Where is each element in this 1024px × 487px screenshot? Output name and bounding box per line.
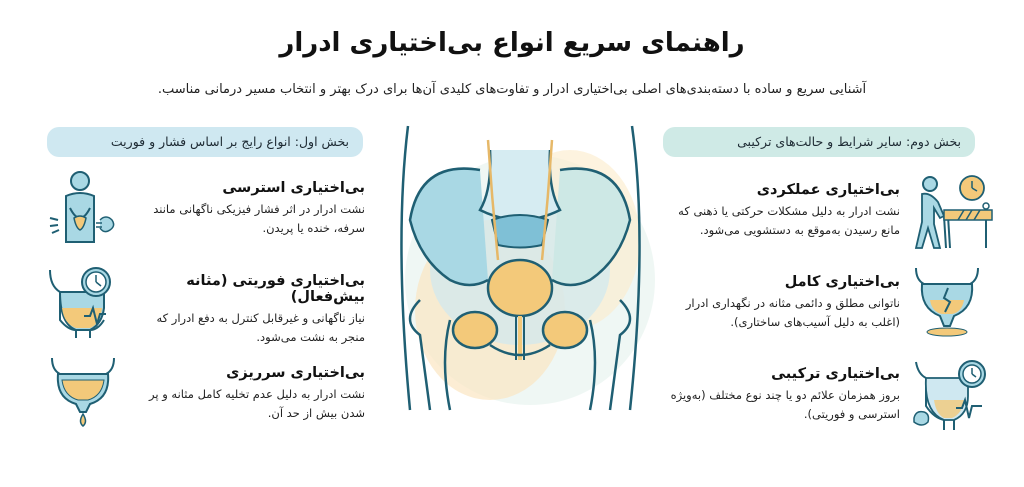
broken-bladder-icon [912,266,982,338]
item-title: بی‌اختیاری عملکردی [756,182,900,198]
item-title: بی‌اختیاری کامل [784,274,900,290]
section-header-part-one: بخش اول: انواع رایج بر اساس فشار و فوریت [47,127,363,157]
pelvis-bladder-illustration [380,120,660,420]
item-stress-incontinence: بی‌اختیاری استرسی نشت ادرار در اثر فشار … [130,180,365,238]
item-description: نشت ادرار در اثر فشار فیزیکی ناگهانی مان… [153,202,365,235]
person-cough-icon [44,168,116,246]
item-total-incontinence: بی‌اختیاری کامل ناتوانی مطلق و دائمی مثا… [660,274,900,332]
bladder-clock-icon [46,264,118,339]
item-title: بی‌اختیاری فوریتی (مثانه بیش‌فعال) [186,273,365,305]
item-description: نشت ادرار به دلیل عدم تخلیه کامل مثانه و… [149,387,365,420]
bladder-drip-icon [48,356,118,428]
item-description: نیاز ناگهانی و غیرقابل کنترل به دفع ادرا… [156,311,365,344]
mixed-bladder-icon [910,356,990,432]
item-description: ناتوانی مطلق و دائمی مثانه در نگهداری اد… [685,296,900,329]
section-header-part-two: بخش دوم: سایر شرایط و حالت‌های ترکیبی [663,127,975,157]
item-title: بی‌اختیاری استرسی [222,180,365,196]
item-urge-incontinence: بی‌اختیاری فوریتی (مثانه بیش‌فعال) نیاز … [130,273,365,347]
page-title: راهنمای سریع انواع بی‌اختیاری ادرار [279,28,745,58]
item-description: نشت ادرار به دلیل مشکلات حرکتی یا ذهنی ک… [678,204,900,237]
item-description: بروز همزمان علائم دو یا چند نوع مختلف (ب… [670,388,900,421]
item-title: بی‌اختیاری ترکیبی [771,366,900,382]
item-title: بی‌اختیاری سرریزی [226,365,365,381]
elderly-barrier-clock-icon [908,172,996,252]
item-mixed-incontinence: بی‌اختیاری ترکیبی بروز همزمان علائم دو ی… [660,366,900,424]
item-overflow-incontinence: بی‌اختیاری سرریزی نشت ادرار به دلیل عدم … [130,365,365,423]
page-subtitle: آشنایی سریع و ساده با دسته‌بندی‌های اصلی… [157,82,867,97]
item-functional-incontinence: بی‌اختیاری عملکردی نشت ادرار به دلیل مشک… [660,182,900,240]
